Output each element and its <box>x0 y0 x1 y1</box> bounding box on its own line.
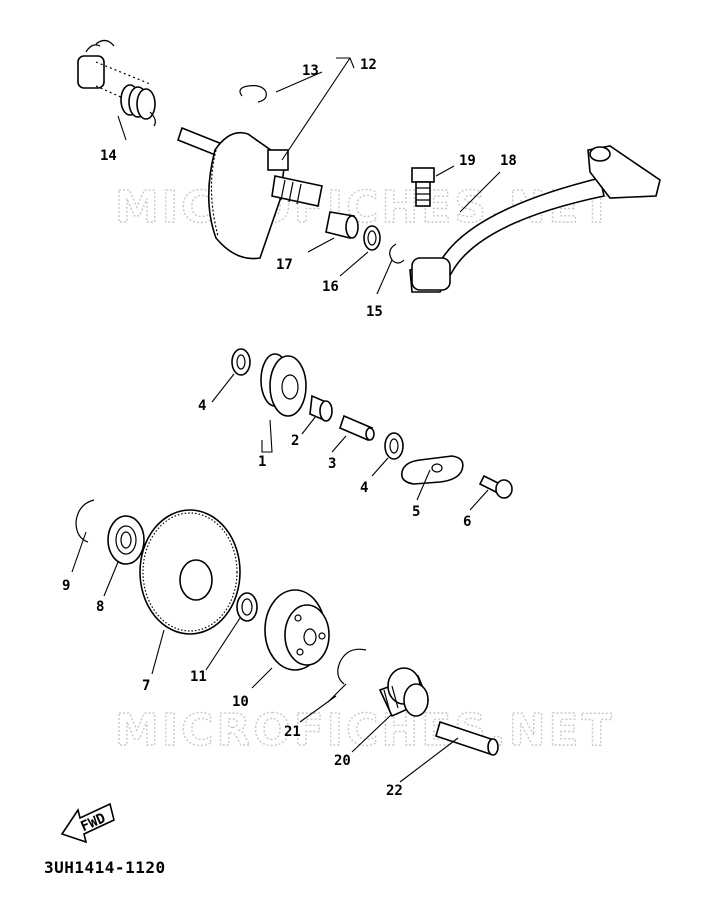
part-4-washer-upper <box>231 348 251 376</box>
part-3-pin <box>339 414 375 442</box>
leader-lines <box>71 57 501 783</box>
callout-16: 16 <box>322 279 339 295</box>
part-6-screw <box>478 474 513 499</box>
callout-4-lower: 4 <box>360 480 368 496</box>
part-11-washer <box>236 592 258 622</box>
callout-labels: 1 2 3 4 4 5 6 7 8 9 10 11 12 13 14 15 16… <box>62 57 517 799</box>
part-7-ratchet-gear <box>139 509 241 635</box>
part-22-pin <box>435 720 499 756</box>
part-9-circlip <box>75 499 95 543</box>
part-19-bolt <box>411 167 435 207</box>
callout-11: 11 <box>190 669 207 685</box>
callout-17: 17 <box>276 257 293 273</box>
part-1-idle-gear <box>260 353 307 417</box>
part-10-ratchet <box>264 589 330 671</box>
callout-6: 6 <box>463 514 471 530</box>
callout-12: 12 <box>360 57 377 73</box>
part-4-washer-lower <box>384 432 404 460</box>
part-13-circlip <box>239 85 267 103</box>
callout-14: 14 <box>100 148 117 164</box>
callout-4-upper: 4 <box>198 398 206 414</box>
callout-21: 21 <box>284 724 301 740</box>
callout-18: 18 <box>500 153 517 169</box>
callout-8: 8 <box>96 599 104 615</box>
callout-2: 2 <box>291 433 299 449</box>
callout-20: 20 <box>334 753 351 769</box>
part-18-kick-crank <box>409 145 661 293</box>
callout-10: 10 <box>232 694 249 710</box>
callout-7: 7 <box>142 678 150 694</box>
part-21-clip-spring <box>327 648 367 703</box>
callout-13: 13 <box>302 63 319 79</box>
part-16-washer <box>363 225 381 251</box>
figure-code: 3UH1414-1120 <box>44 858 166 877</box>
callout-15: 15 <box>366 304 383 320</box>
callout-5: 5 <box>412 504 420 520</box>
callout-22: 22 <box>386 783 403 799</box>
part-5-plate <box>400 455 464 485</box>
part-17-collar <box>325 211 359 239</box>
callout-9: 9 <box>62 578 70 594</box>
part-20-kick-pinion <box>378 667 430 718</box>
fwd-arrow-icon: FWD <box>60 802 115 844</box>
callout-1: 1 <box>258 454 266 470</box>
part-12-kick-axle-sector <box>177 126 323 260</box>
part-2-bushing <box>309 394 333 422</box>
callout-3: 3 <box>328 456 336 472</box>
part-14-return-spring <box>77 39 156 127</box>
part-8-bearing <box>107 515 145 565</box>
watermark-bottom: MICROFICHES.NET <box>115 705 615 756</box>
callout-19: 19 <box>459 153 476 169</box>
